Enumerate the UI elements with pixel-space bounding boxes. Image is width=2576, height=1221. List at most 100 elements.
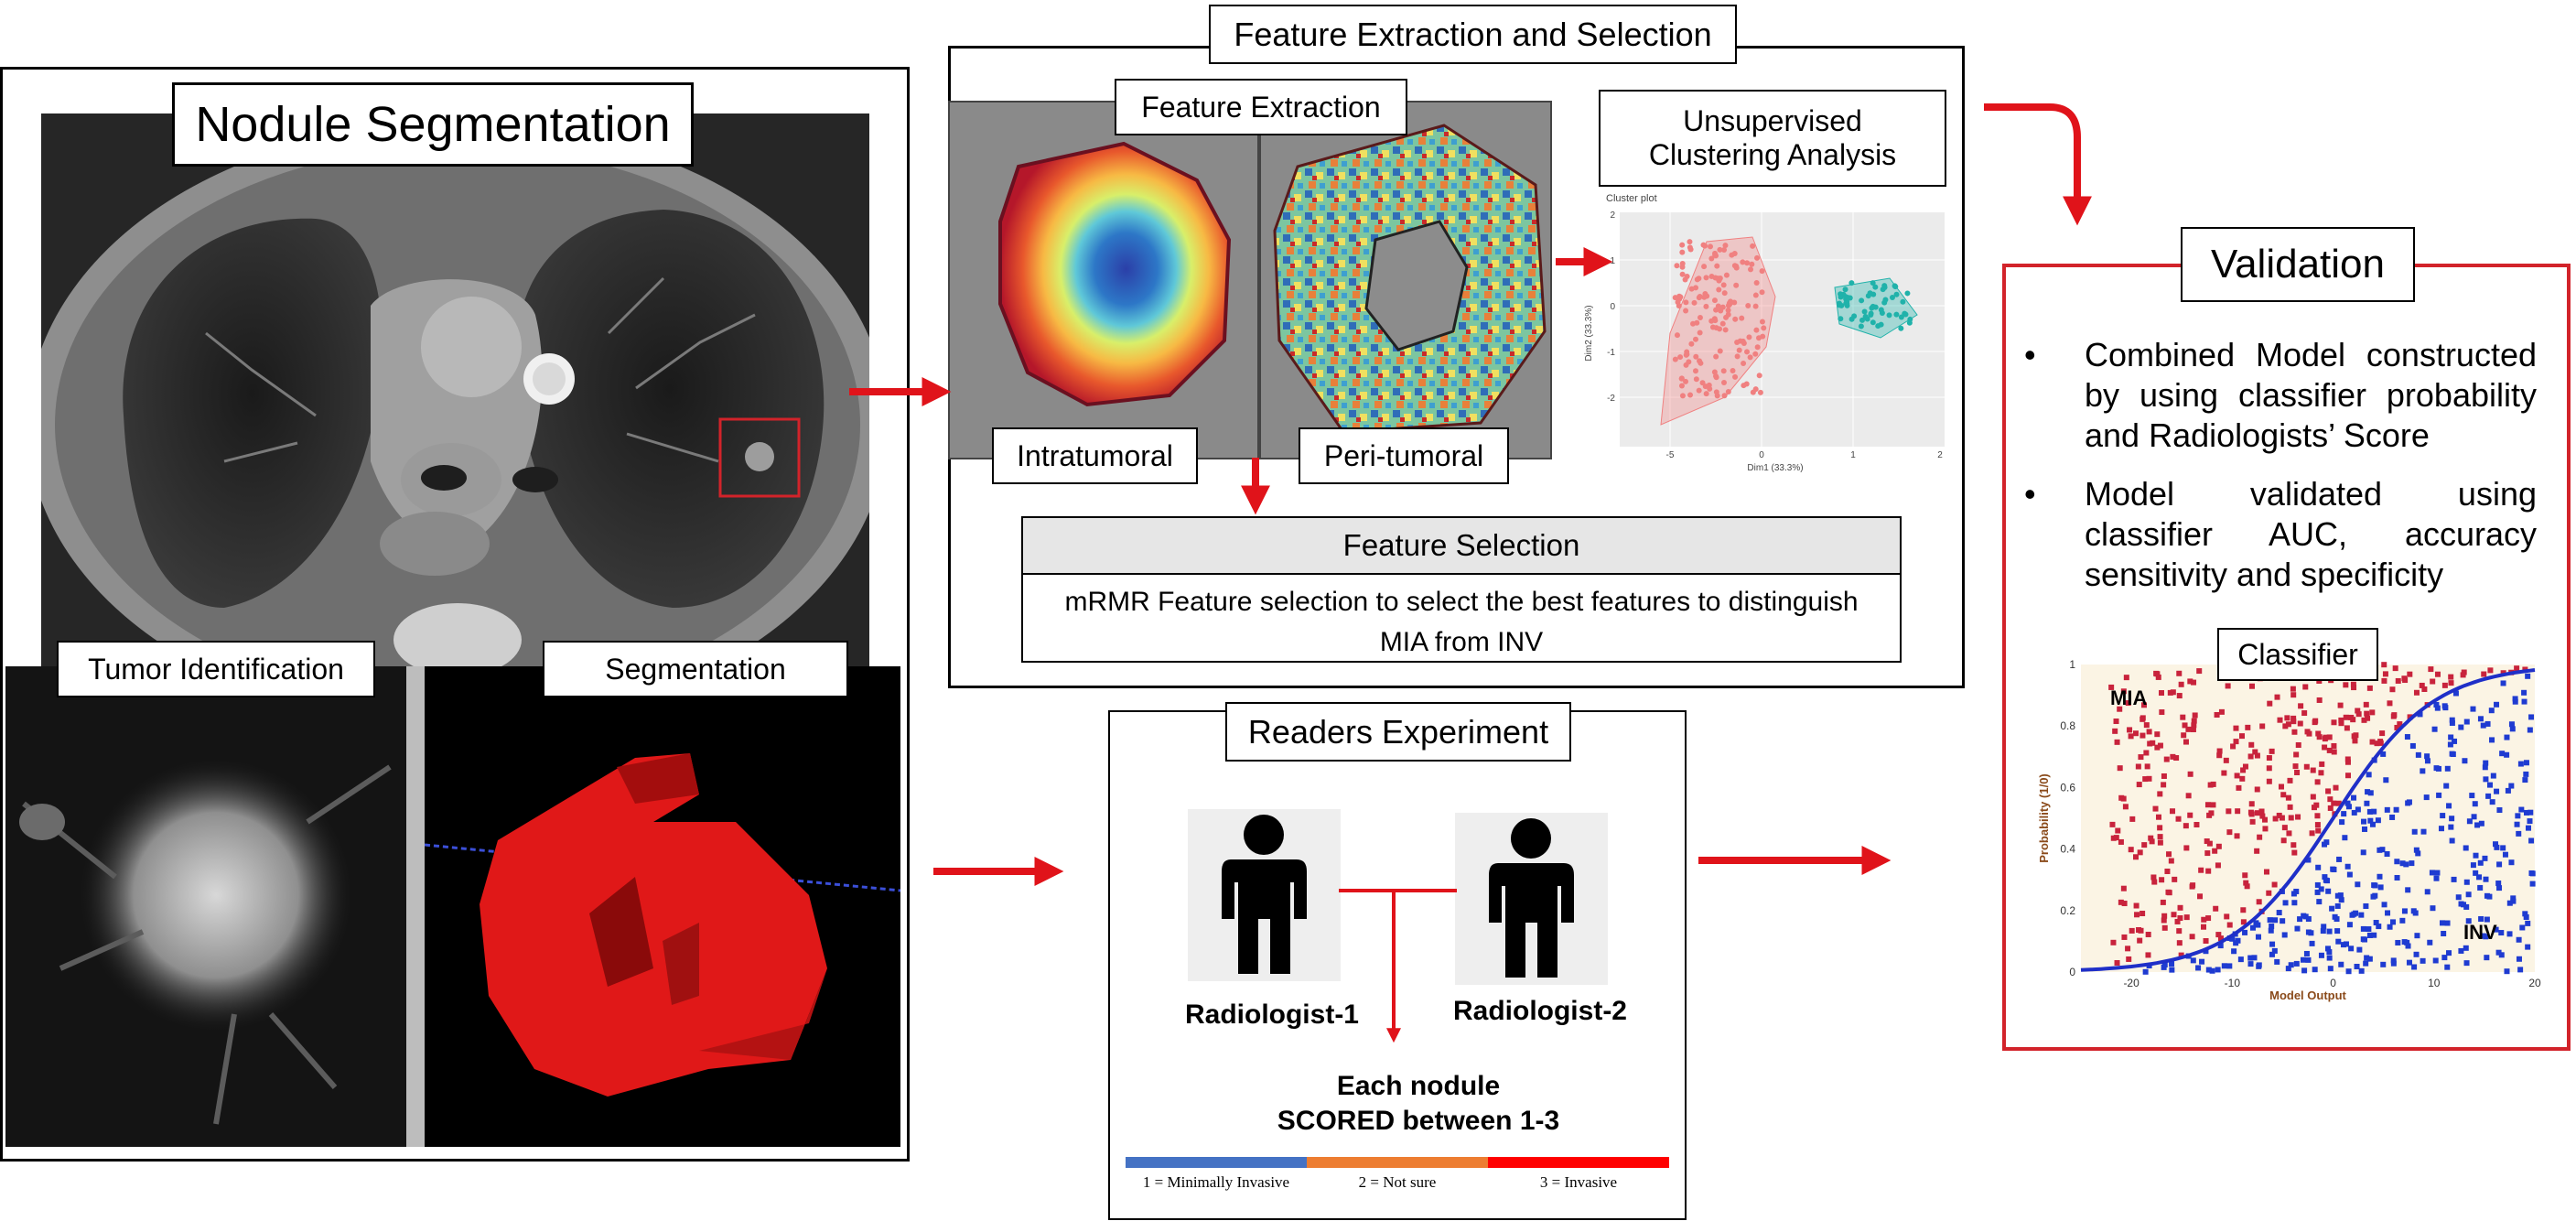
inv-point: [2510, 898, 2517, 904]
cluster-point-red: [1725, 389, 1731, 395]
inv-point: [2504, 751, 2510, 758]
scored-text-line2: SCORED between 1-3: [1277, 1106, 1560, 1136]
inv-point: [2499, 751, 2506, 757]
inv-point: [2390, 960, 2397, 967]
mia-point: [2280, 792, 2287, 798]
cluster-point-red: [1703, 391, 1709, 397]
inv-point: [2508, 859, 2515, 866]
mia-point: [2242, 872, 2248, 879]
mia-point: [2204, 838, 2210, 845]
inv-point: [2371, 932, 2377, 938]
segmentation-label: Segmentation: [543, 641, 848, 697]
validation-bullet-1: • Combined Model constructed by using cl…: [2024, 336, 2537, 454]
mia-point: [2374, 740, 2380, 747]
inv-point: [2505, 787, 2511, 794]
mia-point: [2335, 800, 2342, 806]
mia-point: [2263, 869, 2269, 875]
mia-point: [2286, 830, 2292, 837]
cluster-point-red: [1679, 249, 1686, 255]
mia-point: [2331, 742, 2337, 749]
inv-point: [2521, 689, 2527, 696]
mia-label: MIA: [2110, 686, 2147, 709]
mia-point: [2309, 830, 2315, 837]
inv-point: [2373, 920, 2379, 926]
mia-point: [2205, 915, 2212, 922]
mia-point: [2395, 677, 2401, 684]
cluster-point-red: [1734, 353, 1741, 360]
cluster-point-red: [1757, 389, 1763, 395]
inv-point: [2482, 764, 2488, 771]
inv-point: [2514, 821, 2520, 827]
mia-point: [2157, 834, 2163, 840]
mia-point: [2165, 889, 2172, 895]
cluster-point-red: [1752, 386, 1759, 393]
inv-point: [2390, 919, 2397, 925]
mia-point: [2191, 718, 2197, 724]
mia-point: [2183, 739, 2189, 745]
cluster-point-red: [1760, 333, 1766, 340]
feature-selection-box: Feature Selection mRMR Feature selection…: [1021, 516, 1902, 663]
scored-text-line1: Each nodule: [1336, 1071, 1501, 1101]
cluster-point-red: [1702, 243, 1708, 249]
inv-point: [2367, 817, 2374, 824]
mia-point: [2161, 773, 2167, 779]
inv-point: [2515, 813, 2521, 819]
inv-point: [2367, 790, 2374, 796]
cluster-point-red: [1702, 291, 1708, 297]
classifier-y-tick: 0.2: [2060, 904, 2075, 917]
inv-point: [2356, 946, 2363, 953]
inv-point: [2469, 793, 2475, 799]
mia-point: [2290, 686, 2296, 692]
inv-point: [2444, 765, 2451, 772]
mia-point: [2441, 682, 2448, 688]
mia-point: [2123, 675, 2129, 681]
inv-point: [2528, 837, 2535, 844]
mia-point: [2215, 843, 2222, 849]
cluster-point-cyan: [1902, 311, 1909, 318]
mia-point: [2216, 748, 2223, 754]
mia-point: [2312, 719, 2318, 726]
mia-point: [2214, 711, 2220, 718]
inv-point: [2375, 817, 2381, 824]
mia-point: [2170, 689, 2176, 696]
cluster-point-red: [1692, 336, 1698, 342]
classifier-ylabel: Probability (1/0): [2037, 773, 2051, 863]
mia-point: [2204, 850, 2211, 857]
inv-point: [2169, 967, 2175, 973]
cluster-point-red: [1683, 308, 1689, 314]
inv-point: [2360, 849, 2366, 856]
mia-point: [2109, 821, 2116, 827]
cluster-point-red: [1679, 271, 1686, 277]
mia-point: [2279, 815, 2285, 821]
inv-point: [2423, 794, 2430, 801]
inv-point: [2371, 808, 2377, 815]
mia-point: [2132, 730, 2139, 737]
mia-point: [2314, 813, 2321, 819]
inv-point: [2346, 922, 2353, 928]
mia-point: [2177, 904, 2183, 911]
classifier-y-tick: 1: [2069, 658, 2075, 671]
mia-point: [2295, 814, 2301, 820]
mia-point: [2174, 918, 2181, 924]
inv-point: [2332, 913, 2338, 920]
mia-point: [2344, 725, 2350, 731]
mia-point: [2343, 714, 2349, 720]
inv-point: [2480, 722, 2486, 729]
mia-point: [2155, 674, 2161, 680]
cluster-x-tick: 1: [1850, 450, 1856, 460]
inv-point: [2281, 932, 2288, 938]
mia-point: [2345, 773, 2352, 779]
inv-point: [2340, 942, 2346, 948]
mia-point: [2151, 879, 2158, 885]
inv-point: [2272, 917, 2279, 924]
inv-point: [2253, 920, 2259, 926]
inv-point: [2399, 860, 2406, 867]
inv-point: [2444, 920, 2451, 926]
inv-point: [2498, 952, 2505, 958]
mia-point: [2133, 902, 2139, 909]
mia-point: [2145, 931, 2151, 937]
inv-point: [2282, 900, 2289, 906]
inv-point: [2271, 947, 2278, 954]
inv-point: [2358, 967, 2365, 974]
mia-point: [2303, 763, 2310, 770]
